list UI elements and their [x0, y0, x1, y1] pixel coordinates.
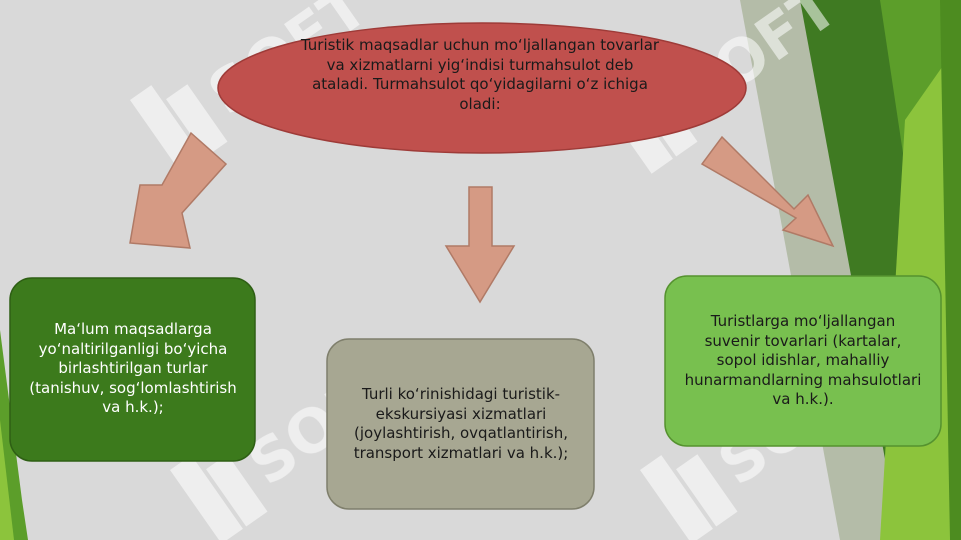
arrow-middle [444, 186, 516, 304]
arrow-right [700, 135, 835, 248]
left-decoration [0, 330, 28, 540]
center-text: Turistik maqsadlar uchun mo‘ljallangan t… [300, 36, 660, 113]
box-left-text: Ma‘lum maqsadlarga yo‘naltirilganligi bo… [29, 320, 237, 417]
box-right [664, 275, 942, 447]
box-left [9, 277, 256, 462]
arrow-left [129, 131, 228, 249]
box-middle-text: Turli ko‘rinishidagi turistik-ekskursiya… [353, 385, 569, 462]
box-middle [326, 338, 595, 510]
box-right-text: Turistlarga mo‘ljallangan suvenir tovarl… [684, 312, 922, 409]
center-ellipse [217, 22, 747, 154]
